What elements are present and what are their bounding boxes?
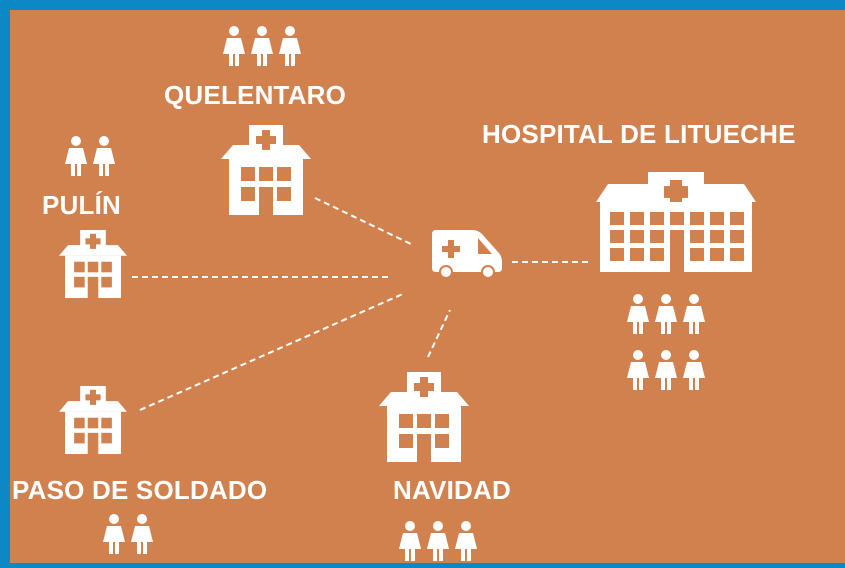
navidad-hospital-icon bbox=[375, 372, 473, 467]
person-icon bbox=[93, 136, 115, 176]
quelentaro-hospital-icon bbox=[217, 125, 315, 220]
paso-de-soldado-label: PASO DE SOLDADO bbox=[12, 475, 268, 505]
hospital-litueche-label: HOSPITAL DE LITUECHE bbox=[482, 119, 796, 149]
quelentaro-label: QUELENTARO bbox=[164, 80, 347, 110]
paso-de-soldado-hospital-icon bbox=[56, 386, 130, 459]
person-icon bbox=[65, 136, 87, 176]
person-icon bbox=[627, 350, 649, 390]
person-icon bbox=[279, 26, 301, 66]
person-icon bbox=[683, 350, 705, 390]
person-icon bbox=[655, 294, 677, 334]
navidad-label: NAVIDAD bbox=[393, 475, 511, 505]
person-icon bbox=[427, 521, 449, 561]
paso-de-soldado-people-icons bbox=[100, 512, 156, 556]
person-icon bbox=[251, 26, 273, 66]
link-paso-de-soldado-ambulance bbox=[139, 292, 406, 411]
person-icon bbox=[683, 294, 705, 334]
large-hospital-icon bbox=[588, 172, 764, 277]
person-icon bbox=[131, 514, 153, 554]
link-quelentaro-ambulance bbox=[314, 197, 414, 246]
quelentaro-people-icons bbox=[220, 24, 304, 68]
hospital-litueche-people-icons bbox=[624, 292, 712, 390]
person-icon bbox=[399, 521, 421, 561]
pulin-hospital-icon bbox=[56, 230, 130, 303]
person-icon bbox=[655, 350, 677, 390]
person-icon bbox=[103, 514, 125, 554]
link-navidad-ambulance bbox=[427, 309, 451, 358]
person-icon bbox=[223, 26, 245, 66]
pulin-label: PULÍN bbox=[42, 190, 121, 220]
pulin-people-icons bbox=[62, 134, 118, 178]
person-icon bbox=[455, 521, 477, 561]
navidad-people-icons bbox=[396, 519, 480, 563]
diagram-background bbox=[10, 10, 845, 563]
ambulance-icon bbox=[428, 228, 506, 285]
person-icon bbox=[627, 294, 649, 334]
